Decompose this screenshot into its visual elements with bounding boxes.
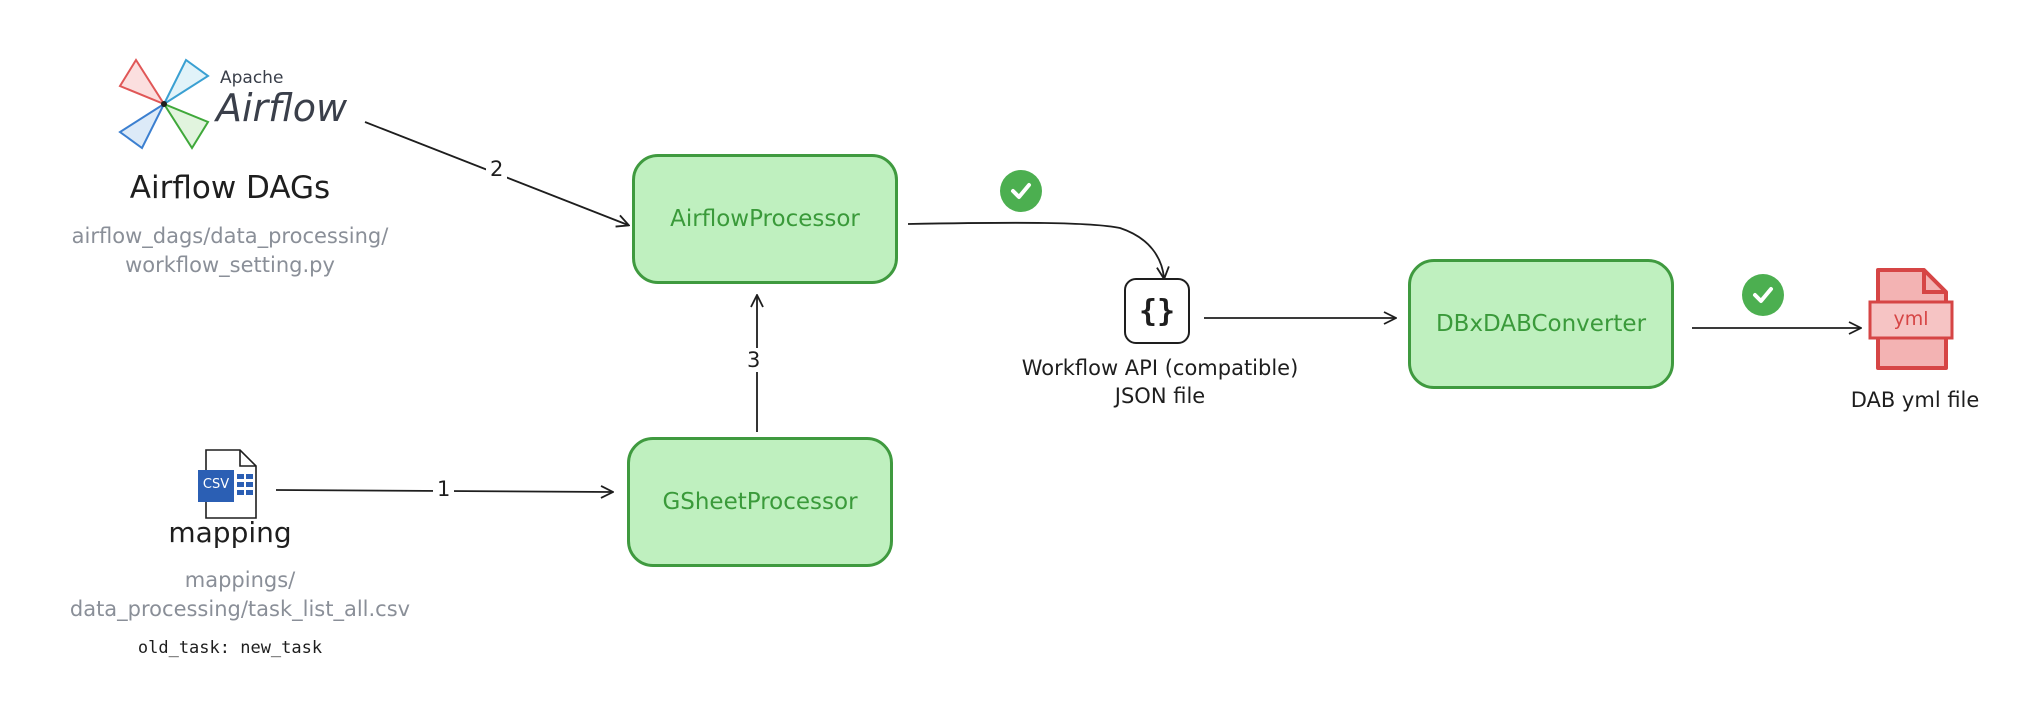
airflow-brand-large: Airflow	[216, 86, 348, 130]
check-circle-icon	[1742, 274, 1784, 316]
mapping-note: old_task: new_task	[137, 638, 323, 658]
mapping-path-line2: data_processing/task_list_all.csv	[69, 597, 411, 621]
airflow-dags-path: airflow_dags/data_processing/ workflow_s…	[30, 222, 430, 280]
edge-label-3: 3	[743, 348, 765, 372]
check-circle-icon	[1000, 170, 1042, 212]
edge-label-1: 1	[433, 477, 455, 501]
json-icon-text: {}	[1138, 293, 1176, 329]
edge-label-2: 2	[486, 157, 508, 181]
airflow-processor-node: AirflowProcessor	[632, 154, 898, 284]
yml-icon-text: yml	[1893, 308, 1929, 330]
mapping-title: mapping	[168, 516, 292, 549]
airflow-dags-path-line2: workflow_setting.py	[125, 253, 335, 277]
airflow-logo: Apache Airflow	[116, 56, 356, 156]
json-label-line2: JSON file	[1114, 384, 1206, 408]
dbx-converter-node: DBxDABConverter	[1408, 259, 1674, 389]
yml-node-label: DAB yml file	[1850, 388, 1980, 412]
dbx-converter-label: DBxDABConverter	[1435, 311, 1647, 337]
json-braces-icon: {}	[1124, 278, 1190, 344]
yml-file-icon: yml	[1866, 264, 1956, 374]
gsheet-processor-node: GSheetProcessor	[627, 437, 893, 567]
json-label-line1: Workflow API (compatible)	[1021, 356, 1299, 380]
csv-file-icon: CSV	[196, 448, 260, 520]
csv-icon-text: CSV	[202, 477, 230, 492]
mapping-path: mappings/ data_processing/task_list_all.…	[20, 566, 460, 624]
edge-airflowprocessor-to-json	[907, 221, 1164, 278]
mapping-path-line1: mappings/	[184, 568, 296, 592]
gsheet-processor-label: GSheetProcessor	[662, 489, 858, 515]
airflow-processor-label: AirflowProcessor	[670, 206, 860, 232]
json-node-label: Workflow API (compatible) JSON file	[1000, 354, 1320, 410]
airflow-brand-small: Apache	[220, 68, 284, 88]
airflow-dags-title: Airflow DAGs	[129, 170, 331, 206]
airflow-pinwheel-icon	[118, 58, 210, 150]
airflow-dags-path-line1: airflow_dags/data_processing/	[71, 224, 389, 248]
